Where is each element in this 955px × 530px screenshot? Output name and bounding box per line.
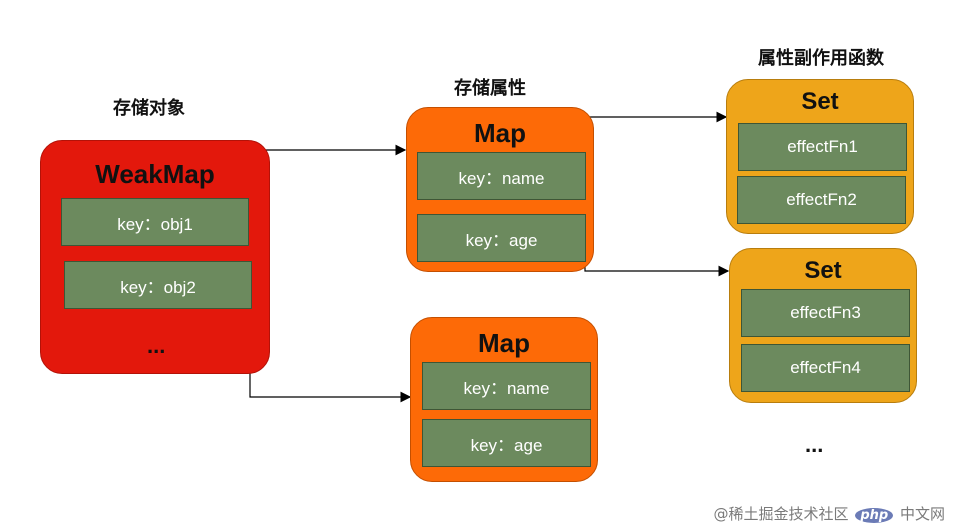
weakmap-key-obj2: key：obj2: [64, 261, 252, 309]
arrow-name-to-set1: [584, 111, 728, 173]
label-storage-property: 存储属性: [454, 78, 526, 99]
label-property-effects: 属性副作用函数: [758, 48, 884, 69]
watermark-prefix: @稀土掘金技术社区: [713, 505, 849, 523]
map-title-1: Map: [474, 118, 526, 148]
map1-key-age: key：age: [417, 214, 586, 262]
map2-key-age: key：age: [422, 419, 591, 467]
watermark-suffix: 中文网: [899, 505, 945, 523]
weakmap-key-obj1: key：obj1: [61, 198, 249, 246]
set-box-1: Set effectFn1 effectFn2: [726, 79, 914, 234]
set1-effectfn2: effectFn2: [737, 176, 906, 224]
weakmap-more: ...: [147, 333, 166, 358]
set-box-2: Set effectFn3 effectFn4: [729, 248, 917, 403]
set1-effectfn1: effectFn1: [738, 123, 907, 171]
map-title-2: Map: [478, 328, 530, 358]
weakmap-title: WeakMap: [95, 159, 215, 189]
set2-effectfn3: effectFn3: [741, 289, 910, 337]
php-logo-icon: php: [855, 508, 894, 523]
arrow-obj2-to-map2: [249, 285, 412, 403]
set-title-2: Set: [804, 257, 842, 284]
sets-more: ...: [805, 432, 824, 457]
map-box-1: Map key：name key：age: [406, 107, 594, 272]
map-box-2: Map key：name key：age: [410, 317, 598, 482]
weakmap-box: WeakMap key：obj1 key：obj2 ...: [40, 140, 270, 374]
map2-key-name: key：name: [422, 362, 591, 410]
map1-key-name: key：name: [417, 152, 586, 200]
watermark: @稀土掘金技术社区 php 中文网: [714, 503, 945, 524]
label-storage-object: 存储对象: [113, 98, 185, 119]
set-title-1: Set: [801, 88, 839, 115]
set2-effectfn4: effectFn4: [741, 344, 910, 392]
arrow-age-to-set2: [584, 238, 730, 277]
